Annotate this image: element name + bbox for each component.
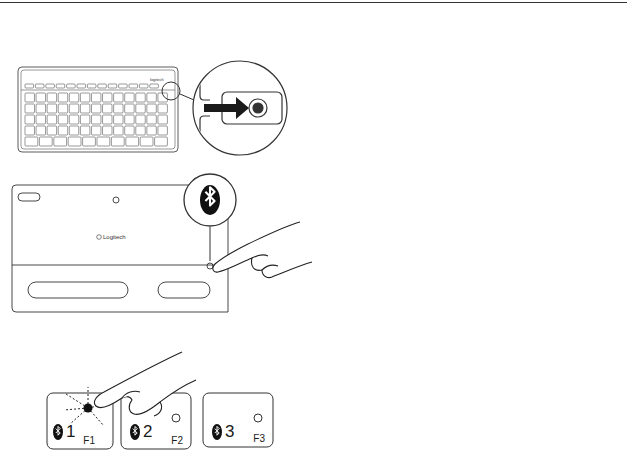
key-number: 2: [143, 423, 152, 440]
function-key: 1F1: [47, 393, 113, 449]
indicator-led: [84, 404, 93, 413]
callout-ring: [162, 82, 180, 100]
key-label: F3: [253, 434, 265, 444]
function-key: 2F2: [121, 393, 191, 449]
switch-zoom: [193, 60, 287, 160]
key-number: 1: [66, 423, 75, 440]
page-rule: [0, 2, 627, 3]
bluetooth-key-icons: [53, 424, 222, 440]
leader-line: [180, 94, 194, 100]
hand-pointer: [213, 222, 312, 278]
key-label: F1: [83, 436, 95, 446]
brand-mark: logitech: [150, 78, 164, 82]
brand-logo: Logitech: [103, 234, 126, 240]
hand-pressing-key: [94, 352, 196, 416]
key-label: F2: [171, 436, 183, 446]
keyboard-top: [18, 67, 178, 152]
bluetooth-callout: [184, 174, 236, 261]
function-key: 3F3: [203, 393, 273, 447]
key-number: 3: [225, 423, 234, 440]
